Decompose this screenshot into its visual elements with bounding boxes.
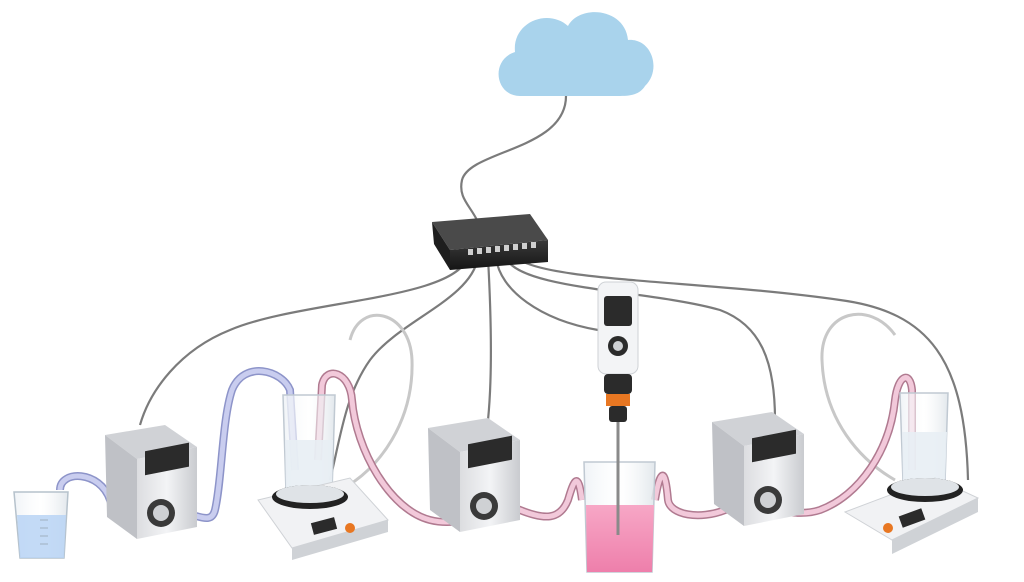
tube-loop-2 xyxy=(820,312,897,482)
magnetic-stirrer-2 xyxy=(843,392,980,554)
cloud-icon xyxy=(498,12,654,96)
overhead-display xyxy=(604,296,632,326)
stirrer-display xyxy=(310,517,338,535)
cable-hub-stirrer2 xyxy=(513,255,970,481)
cable-hub-pump3 xyxy=(504,257,777,421)
overhead-stirrer xyxy=(597,281,639,535)
cable-cloud-hub xyxy=(460,95,568,223)
beaker-source xyxy=(13,491,69,559)
peristaltic-pump-1 xyxy=(105,425,197,539)
pump-display xyxy=(752,429,796,463)
cable-hub-stirrer1 xyxy=(328,257,480,481)
stirrer-knob xyxy=(345,523,355,533)
pump-display xyxy=(468,435,512,469)
pump-display xyxy=(145,442,189,476)
stirrer-display xyxy=(898,508,926,528)
peristaltic-pump-2 xyxy=(428,418,520,532)
cable-hub-pump2 xyxy=(486,257,493,421)
network-hub xyxy=(432,214,548,270)
network-cables xyxy=(138,95,970,481)
magnetic-stirrer-1 xyxy=(257,394,389,560)
cable-hub-pump1 xyxy=(138,254,470,426)
stirrer-knob xyxy=(883,523,893,533)
peristaltic-pump-3 xyxy=(712,412,804,526)
cable-hub-overhead xyxy=(494,257,599,332)
